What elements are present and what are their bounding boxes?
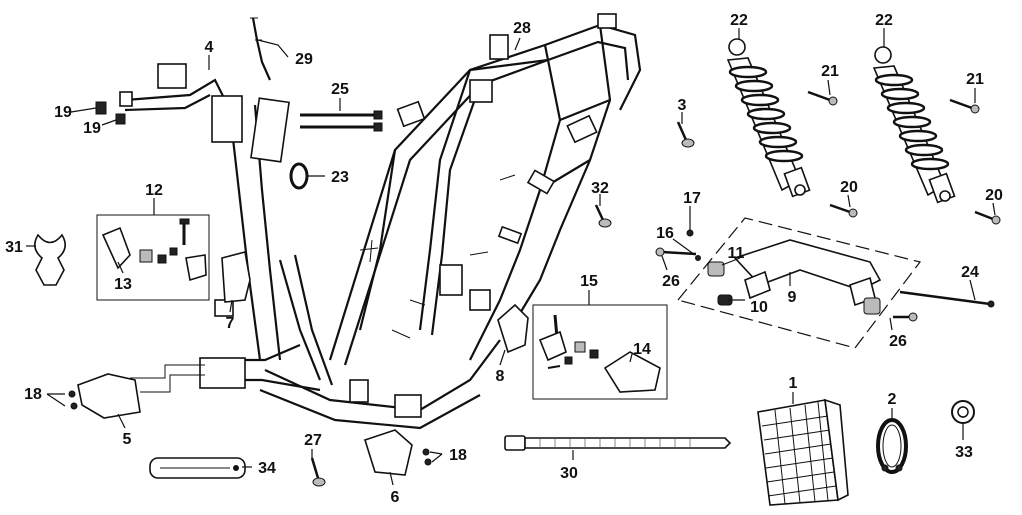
part-27-screw: [310, 457, 326, 487]
part-31-clip: [34, 233, 66, 286]
group-15-parts: [538, 314, 661, 393]
part-29-rod: [251, 17, 272, 81]
callout-31: 31: [5, 239, 23, 256]
rear-shock-right: [872, 46, 956, 204]
part-34-strip: [149, 457, 246, 479]
group-12-parts: [101, 218, 207, 282]
callout-22-left: 22: [730, 12, 748, 29]
engine-hanger-9: [707, 239, 882, 315]
callout-28: 28: [513, 20, 531, 37]
callout-13: 13: [114, 276, 132, 293]
callout-22-right: 22: [875, 12, 893, 29]
callout-34: 34: [258, 460, 276, 477]
callout-27: 27: [304, 432, 322, 449]
part-30-cable-tie: [504, 435, 732, 451]
callout-18-left: 18: [24, 386, 42, 403]
main-frame: [199, 13, 642, 430]
callout-12: 12: [145, 182, 163, 199]
part-19-nut-upper: [95, 101, 107, 115]
callout-17: 17: [683, 190, 701, 207]
part-19-nut-lower: [115, 113, 126, 125]
hanger-bolts: [655, 229, 995, 322]
callout-18-right: 18: [449, 447, 467, 464]
callout-20-left: 20: [840, 179, 858, 196]
part-33-washer: [951, 400, 975, 424]
callout-20-right: 20: [985, 187, 1003, 204]
part-6-bracket: [364, 429, 432, 476]
callout-2: 2: [888, 391, 897, 408]
rear-shock-left: [726, 38, 811, 198]
callout-33: 33: [955, 444, 973, 461]
callout-11: 11: [728, 245, 745, 262]
leader-lines: [26, 28, 996, 486]
callout-26-left: 26: [662, 273, 680, 290]
callout-1: 1: [789, 375, 798, 392]
shock-bolts: [807, 90, 1001, 225]
callout-32: 32: [591, 180, 609, 197]
callout-14: 14: [633, 341, 651, 358]
callout-15: 15: [580, 273, 598, 290]
callout-6: 6: [391, 489, 400, 506]
upper-bracket-4: [119, 63, 243, 143]
part-3-screw: [676, 121, 695, 148]
callout-7: 7: [226, 315, 235, 332]
callout-19-upper: 19: [54, 104, 72, 121]
callout-30: 30: [560, 465, 578, 482]
callout-19-lower: 19: [83, 120, 101, 137]
callout-8: 8: [496, 368, 505, 385]
part-5-footrest: [68, 364, 205, 419]
group-9-box: [676, 217, 922, 349]
part-23-ring: [289, 162, 309, 190]
group-12-box: [96, 214, 210, 301]
part-8-bracket: [497, 303, 529, 354]
part-32-screw: [594, 204, 612, 228]
callout-10: 10: [750, 299, 768, 316]
callout-5: 5: [123, 431, 132, 448]
callout-3: 3: [678, 97, 687, 114]
callout-26-right: 26: [889, 333, 907, 350]
callout-25: 25: [331, 81, 349, 98]
callout-9: 9: [788, 289, 797, 306]
group-15-box: [532, 304, 668, 400]
part-1-grille: [757, 398, 849, 506]
part-2-gasket: [876, 418, 908, 474]
callout-16: 16: [656, 225, 674, 242]
callout-21-left: 21: [821, 63, 839, 80]
callout-21-right: 21: [966, 71, 984, 88]
callout-23: 23: [331, 169, 349, 186]
callout-numbers: 4 19 19 29 25 23 12 13 7 31 18 5 34 27 1…: [5, 12, 1003, 506]
callout-4: 4: [205, 39, 214, 56]
part-25-bolts: [300, 110, 383, 132]
callout-29: 29: [295, 51, 313, 68]
part-7-bracket: [221, 251, 251, 303]
callout-24: 24: [961, 264, 979, 281]
